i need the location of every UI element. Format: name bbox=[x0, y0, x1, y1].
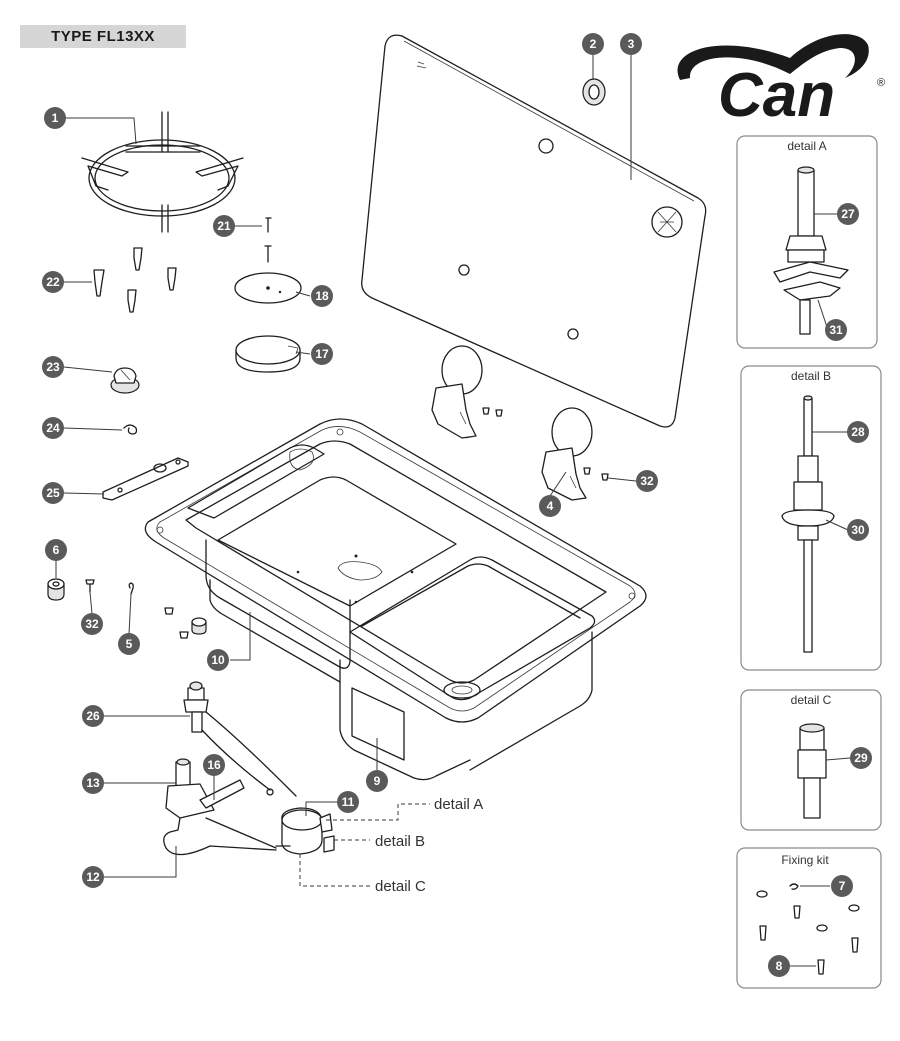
detail-ref-c: detail C bbox=[375, 878, 426, 895]
callout-32b: 32 bbox=[81, 613, 103, 635]
svg-text:5: 5 bbox=[126, 637, 133, 651]
callout-12: 12 bbox=[82, 866, 104, 888]
detail-ref-a: detail A bbox=[434, 796, 483, 813]
callout-13: 13 bbox=[82, 772, 104, 794]
svg-text:6: 6 bbox=[53, 543, 60, 557]
svg-text:31: 31 bbox=[829, 323, 843, 337]
detail-reference-lines bbox=[299, 803, 430, 887]
thermocouple-assembly bbox=[183, 681, 297, 797]
svg-text:26: 26 bbox=[86, 709, 100, 723]
detail-box-c-title: detail C bbox=[791, 693, 832, 707]
svg-text:32: 32 bbox=[85, 617, 99, 631]
detail-ref-b: detail B bbox=[375, 833, 425, 850]
fixing-kit-title: Fixing kit bbox=[781, 853, 829, 867]
svg-text:7: 7 bbox=[839, 879, 846, 893]
callout-22: 22 bbox=[42, 271, 64, 293]
svg-text:22: 22 bbox=[46, 275, 60, 289]
callout-10: 10 bbox=[207, 649, 229, 671]
logo-swoosh bbox=[677, 34, 869, 80]
svg-text:3: 3 bbox=[628, 37, 635, 51]
callout-9: 9 bbox=[366, 770, 388, 792]
svg-text:1: 1 bbox=[52, 111, 59, 125]
svg-text:4: 4 bbox=[547, 499, 554, 513]
svg-text:2: 2 bbox=[590, 37, 597, 51]
detail-box-a-title: detail A bbox=[787, 139, 826, 153]
sink-unit bbox=[144, 418, 647, 771]
detail-box-a: detail A bbox=[736, 135, 878, 349]
glass-lid bbox=[361, 34, 707, 428]
callout-5: 5 bbox=[118, 633, 140, 655]
callout-3: 3 bbox=[620, 33, 642, 55]
detail-box-c: detail C bbox=[740, 689, 882, 831]
callout-27: 27 bbox=[837, 203, 859, 225]
callout-29: 29 bbox=[850, 747, 872, 769]
spring-clip bbox=[123, 424, 138, 435]
callout-16: 16 bbox=[203, 754, 225, 776]
callout-23: 23 bbox=[42, 356, 64, 378]
lid-hinges bbox=[431, 345, 609, 501]
callout-1: 1 bbox=[44, 107, 66, 129]
burner-body bbox=[275, 807, 335, 855]
pan-support bbox=[81, 111, 244, 233]
screws bbox=[93, 217, 272, 313]
svg-text:13: 13 bbox=[86, 776, 100, 790]
svg-text:8: 8 bbox=[776, 959, 783, 973]
svg-text:24: 24 bbox=[46, 421, 60, 435]
callout-7: 7 bbox=[831, 875, 853, 897]
control-knob bbox=[110, 367, 140, 394]
svg-text:30: 30 bbox=[851, 523, 865, 537]
small-hardware bbox=[47, 578, 207, 639]
burner-cap bbox=[234, 272, 302, 304]
callout-32: 32 bbox=[636, 470, 658, 492]
callout-30: 30 bbox=[847, 519, 869, 541]
callout-28: 28 bbox=[847, 421, 869, 443]
callout-21: 21 bbox=[213, 215, 235, 237]
logo-registered-mark: ® bbox=[877, 77, 885, 89]
callout-25: 25 bbox=[42, 482, 64, 504]
svg-text:28: 28 bbox=[851, 425, 865, 439]
callout-17: 17 bbox=[311, 343, 333, 365]
logo-text: Can bbox=[718, 61, 835, 130]
svg-text:29: 29 bbox=[854, 751, 868, 765]
can-logo: Can ® bbox=[677, 34, 885, 130]
svg-text:16: 16 bbox=[207, 758, 221, 772]
callout-11: 11 bbox=[337, 791, 359, 813]
sink-lower-box bbox=[339, 659, 471, 781]
svg-text:11: 11 bbox=[342, 795, 355, 809]
callout-26: 26 bbox=[82, 705, 104, 727]
callout-24: 24 bbox=[42, 417, 64, 439]
callout-4: 4 bbox=[539, 495, 561, 517]
fixing-kit-box: Fixing kit bbox=[736, 847, 882, 989]
svg-text:25: 25 bbox=[46, 486, 60, 500]
gas-tap-valve bbox=[163, 758, 277, 856]
leader-lines bbox=[55, 54, 637, 878]
mounting-bracket bbox=[102, 457, 189, 501]
svg-text:23: 23 bbox=[46, 360, 60, 374]
burner-head bbox=[235, 335, 301, 373]
callout-2: 2 bbox=[582, 33, 604, 55]
svg-text:27: 27 bbox=[841, 207, 855, 221]
svg-text:12: 12 bbox=[86, 870, 100, 884]
grommet bbox=[582, 78, 606, 106]
svg-text:21: 21 bbox=[217, 219, 231, 233]
svg-text:9: 9 bbox=[374, 774, 381, 788]
callout-6: 6 bbox=[45, 539, 67, 561]
callout-bubbles: 1 2 3 4 5 6 7 8 9 10 11 12 13 16 17 18 2… bbox=[42, 33, 872, 977]
svg-text:32: 32 bbox=[640, 474, 654, 488]
detail-box-b: detail B bbox=[740, 365, 882, 671]
svg-text:10: 10 bbox=[211, 653, 225, 667]
type-label: TYPE FL13XX bbox=[20, 25, 186, 48]
callout-31: 31 bbox=[825, 319, 847, 341]
callout-18: 18 bbox=[311, 285, 333, 307]
callout-8: 8 bbox=[768, 955, 790, 977]
svg-text:17: 17 bbox=[315, 347, 329, 361]
svg-text:18: 18 bbox=[315, 289, 329, 303]
detail-box-b-title: detail B bbox=[791, 369, 831, 383]
